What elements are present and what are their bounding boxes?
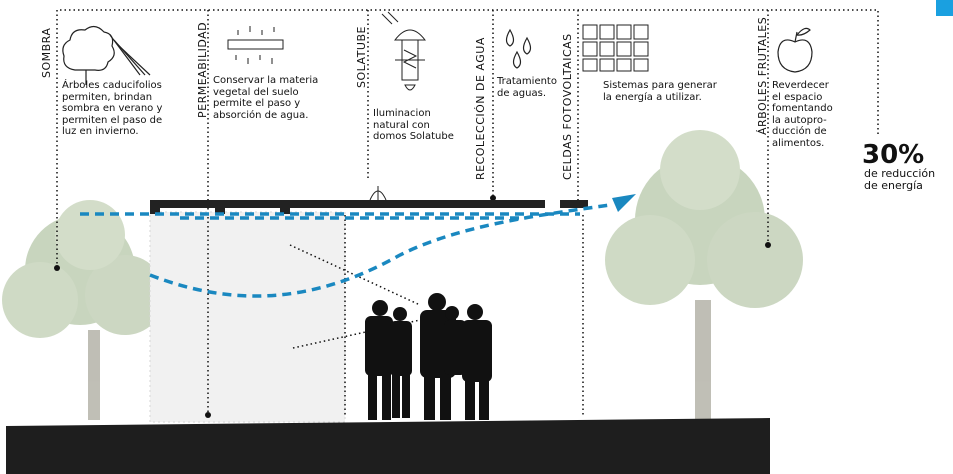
label-arboles: ÁRBOLES FRUTALES — [756, 16, 769, 135]
tree-shade-icon — [62, 25, 151, 85]
desc-celdas: Sistemas para generar la energía a utili… — [603, 80, 717, 103]
corner-tab — [936, 0, 953, 16]
airflow-arrowhead — [612, 194, 636, 212]
left-tree — [2, 200, 165, 420]
desc-permeabilidad: Conservar la materia vegetal del suelo p… — [213, 75, 319, 121]
solar-panels-icon — [582, 24, 649, 72]
permeability-icon — [227, 26, 284, 64]
energy-reduction-caption: de reducción de energía — [864, 167, 936, 192]
solatube-icon — [381, 11, 427, 91]
desc-recoleccion: Tratamiento de aguas. — [497, 76, 557, 99]
label-permeabilidad: PERMEABILIDAD — [196, 21, 209, 118]
solatube-dome — [369, 186, 387, 201]
label-recoleccion: RECOLECCIÓN DE AGUA — [474, 37, 487, 180]
label-celdas: CELDAS FOTOVOLTAICAS — [561, 33, 574, 180]
roof — [150, 200, 588, 214]
permeable-wall — [150, 212, 345, 422]
right-tree — [605, 130, 803, 420]
ground — [6, 418, 770, 474]
desc-sombra: Árboles caducifolios permiten, brindan s… — [62, 80, 163, 137]
airflow-arrows — [80, 203, 611, 298]
desc-arboles: Reverdecer el espacio fomentando la auto… — [772, 80, 833, 149]
label-sombra: SOMBRA — [40, 27, 53, 78]
energy-reduction-value: 30% — [862, 140, 925, 170]
people-silhouettes — [365, 293, 492, 420]
water-drops-icon — [505, 28, 532, 69]
label-solatube: SOLATUBE — [355, 26, 368, 88]
apple-icon — [777, 27, 813, 73]
desc-solatube: Iluminacion natural con domos Solatube — [373, 108, 454, 142]
